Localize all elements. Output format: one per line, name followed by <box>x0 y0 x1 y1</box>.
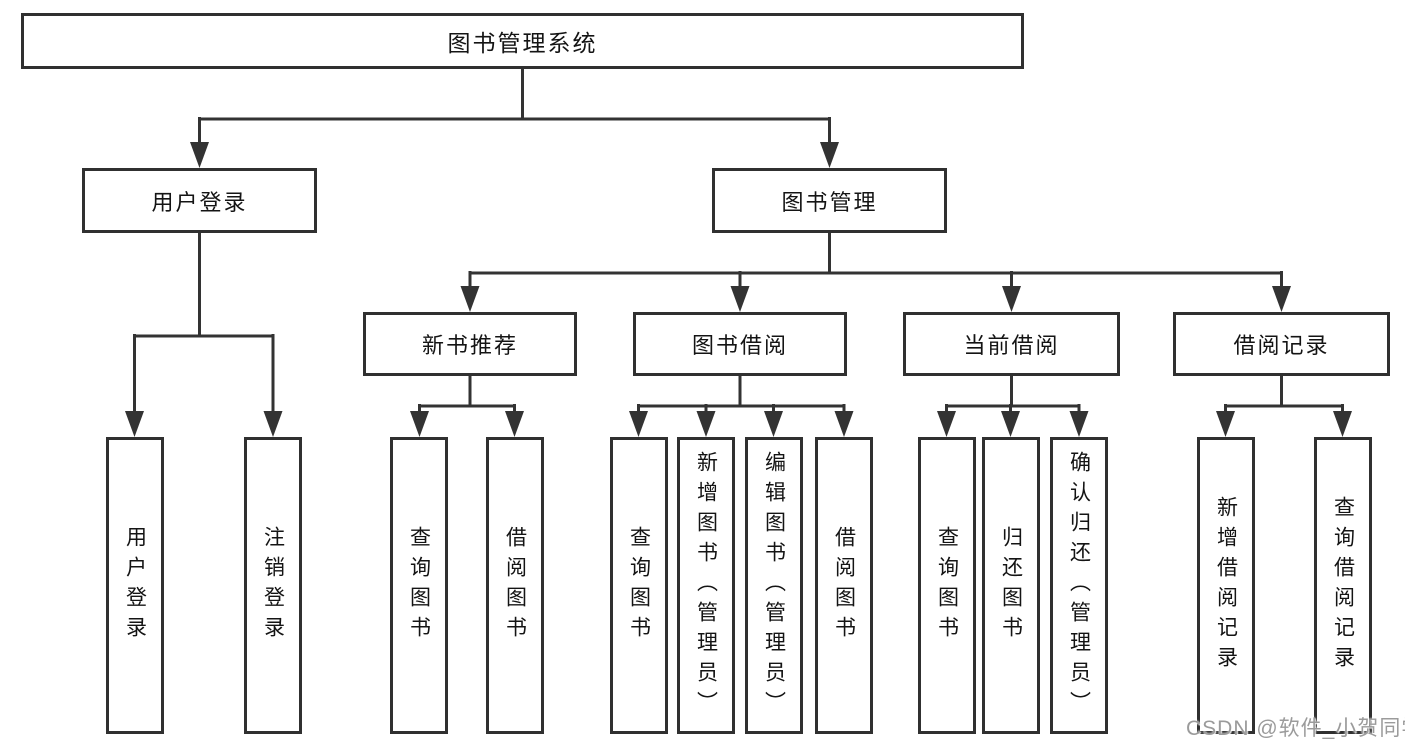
leaf-confirm-return-admin-label: 确认归还（管理员） <box>1067 450 1091 721</box>
leaf-edit-book-admin-label: 编辑图书（管理员） <box>762 450 786 721</box>
leaf-add-book-admin: 新增图书（管理员） <box>677 437 735 734</box>
leaf-logout-label: 注销登录 <box>261 525 285 646</box>
leaf-add-borrow-record: 新增借阅记录 <box>1197 437 1255 734</box>
node-book-borrow: 图书借阅 <box>633 312 847 376</box>
leaf-user-login: 用户登录 <box>106 437 164 734</box>
leaf-confirm-return-admin: 确认归还（管理员） <box>1050 437 1108 734</box>
node-user-login-label: 用户登录 <box>151 189 248 215</box>
leaf-query-books-borrow: 查询图书 <box>610 437 668 734</box>
leaf-add-borrow-record-label: 新增借阅记录 <box>1214 495 1238 676</box>
node-user-login: 用户登录 <box>82 168 317 233</box>
leaf-query-books-borrow-label: 查询图书 <box>627 525 651 646</box>
node-root: 图书管理系统 <box>21 13 1024 69</box>
leaf-query-books-recommend-label: 查询图书 <box>407 525 431 646</box>
leaf-borrow-books-label: 借阅图书 <box>832 525 856 646</box>
csdn-watermark: CSDN @软件_小贺同学 <box>1186 717 1405 740</box>
node-current-borrow: 当前借阅 <box>903 312 1120 376</box>
node-book-borrow-label: 图书借阅 <box>691 333 788 358</box>
leaf-query-books-current-label: 查询图书 <box>935 525 959 646</box>
leaf-logout: 注销登录 <box>244 437 302 734</box>
node-new-book-recommend: 新书推荐 <box>363 312 577 376</box>
node-book-management: 图书管理 <box>712 168 947 233</box>
leaf-user-login-label: 用户登录 <box>123 525 147 646</box>
node-borrow-records-label: 借阅记录 <box>1233 333 1330 358</box>
node-current-borrow-label: 当前借阅 <box>963 333 1060 358</box>
leaf-query-borrow-record: 查询借阅记录 <box>1314 437 1372 734</box>
node-root-label: 图书管理系统 <box>447 30 598 56</box>
leaf-return-book-label: 归还图书 <box>999 525 1023 646</box>
leaf-borrow-books-recommend-label: 借阅图书 <box>503 525 527 646</box>
node-borrow-records: 借阅记录 <box>1173 312 1390 376</box>
leaf-query-books-current: 查询图书 <box>918 437 976 734</box>
leaf-query-books-recommend: 查询图书 <box>390 437 448 734</box>
leaf-return-book: 归还图书 <box>982 437 1040 734</box>
node-book-management-label: 图书管理 <box>781 189 878 215</box>
leaf-borrow-books-recommend: 借阅图书 <box>486 437 544 734</box>
leaf-borrow-books: 借阅图书 <box>815 437 873 734</box>
leaf-add-book-admin-label: 新增图书（管理员） <box>694 450 718 721</box>
leaf-query-borrow-record-label: 查询借阅记录 <box>1331 495 1355 676</box>
leaf-edit-book-admin: 编辑图书（管理员） <box>745 437 803 734</box>
node-new-book-recommend-label: 新书推荐 <box>421 333 518 358</box>
